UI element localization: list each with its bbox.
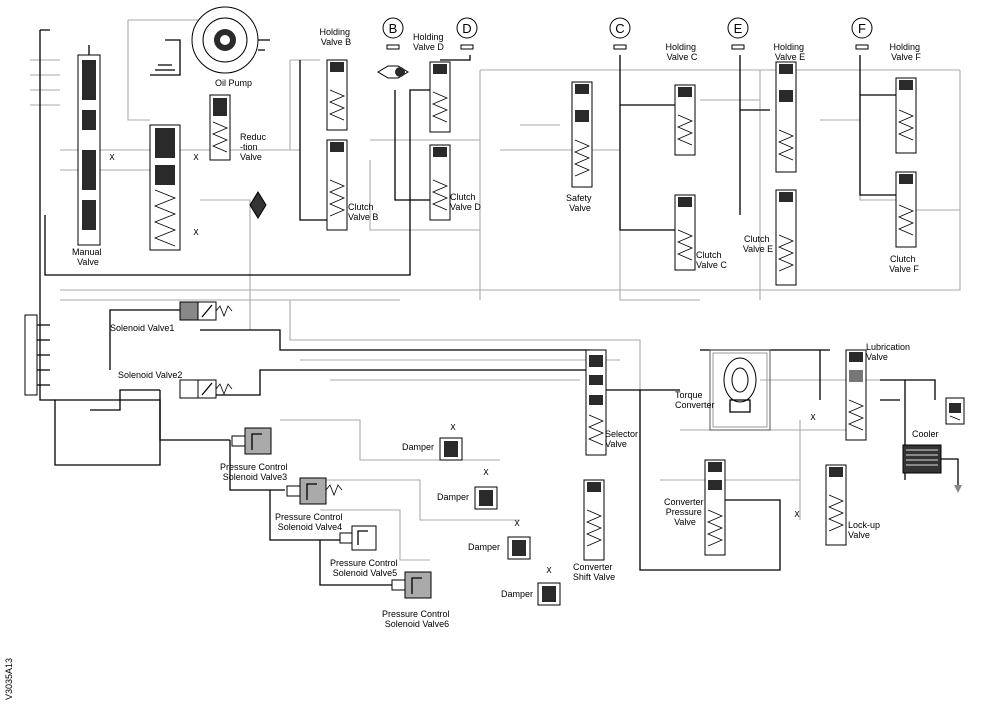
manual-valve-label: Manual Valve: [72, 247, 104, 267]
svg-text:X: X: [810, 413, 816, 422]
damper-2: [474, 486, 498, 510]
holding-valve-f-label: Holding Valve F: [889, 42, 922, 62]
check-valve-icon: [377, 65, 409, 79]
clutch-valve-b: [326, 139, 348, 231]
torque-converter: [709, 349, 771, 431]
damper-3-label: Damper: [468, 542, 500, 552]
selector-valve: [585, 349, 607, 456]
holding-valve-d-label: Holding Valve D: [413, 32, 446, 52]
cooler: [902, 444, 962, 493]
port-f-icon: [851, 17, 873, 50]
svg-text:X: X: [546, 566, 552, 575]
damper-4-label: Damper: [501, 589, 533, 599]
clutch-valve-b-label: Clutch Valve B: [348, 202, 378, 222]
damper-1-label: Damper: [402, 442, 434, 452]
oil-pump: [150, 6, 270, 76]
safety-valve: [571, 81, 593, 188]
holding-valve-f: [895, 77, 917, 154]
clutch-valve-e-label: Clutch Valve E: [743, 234, 773, 254]
holding-valve-d: [429, 61, 451, 133]
clutch-valve-c-label: Clutch Valve C: [696, 250, 727, 270]
svg-text:X: X: [794, 510, 800, 519]
solenoid-valve-2-label: Solenoid Valve2: [118, 370, 182, 380]
svg-text:X: X: [193, 228, 199, 237]
holding-valve-e: [775, 61, 797, 173]
main-regulator-valve: [149, 124, 181, 251]
solenoid-valve-1: [179, 301, 233, 321]
pcsv5-label: Pressure Control Solenoid Valve5: [330, 558, 400, 578]
converter-pressure-valve: [704, 459, 726, 556]
damper-1: [439, 437, 463, 461]
lockup-valve: [825, 464, 847, 546]
svg-text:X: X: [450, 423, 456, 432]
damper-3: [507, 536, 531, 560]
lubrication-valve: [845, 349, 867, 441]
pressure-control-solenoid-valve-5: [339, 525, 377, 551]
damper-4: [537, 582, 561, 606]
port-c-icon: [609, 17, 631, 50]
clutch-valve-d-label: Clutch Valve D: [450, 192, 481, 212]
svg-text:X: X: [109, 153, 115, 162]
grey-lines: [30, 19, 961, 561]
port-f-label: F: [858, 21, 866, 36]
clutch-valve-c: [674, 194, 696, 271]
figure-code: V3035A13: [4, 658, 14, 700]
port-e-icon: [727, 17, 749, 50]
orifice-markers: X X X X X X X X X: [109, 153, 816, 575]
oil-pump-label: Oil Pump: [215, 78, 252, 88]
pcsv3-label: Pressure Control Solenoid Valve3: [220, 462, 290, 482]
pcsv6-label: Pressure Control Solenoid Valve6: [382, 609, 452, 629]
holding-valve-c: [674, 84, 696, 156]
cooler-label: Cooler: [912, 429, 939, 439]
port-d-label: D: [462, 21, 471, 36]
converter-pressure-valve-label: Converter Pressure Valve: [664, 497, 706, 527]
solenoid-valve-1-label: Solenoid Valve1: [110, 323, 174, 333]
holding-valve-b: [326, 59, 348, 131]
pcsv4-label: Pressure Control Solenoid Valve4: [275, 512, 345, 532]
lubrication-valve-label: Lubrication Valve: [866, 342, 913, 362]
holding-valve-e-label: Holding Valve E: [773, 42, 806, 62]
pressure-control-solenoid-valve-3: [231, 427, 272, 455]
svg-text:X: X: [514, 519, 520, 528]
safety-valve-label: Safety Valve: [566, 193, 594, 213]
filter-icon: [249, 191, 267, 219]
holding-valve-b-label: Holding Valve B: [319, 27, 352, 47]
lockup-valve-label: Lock-up Valve: [848, 520, 883, 540]
clutch-valve-f: [895, 171, 917, 248]
pressure-control-solenoid-valve-6: [391, 571, 432, 599]
selector-valve-label: Selector Valve: [605, 429, 641, 449]
port-c-label: C: [615, 21, 624, 36]
torque-converter-label: Torque Converter: [675, 390, 715, 410]
clutch-valve-d: [429, 144, 451, 221]
relief-valve-icon: [945, 397, 965, 425]
port-b-icon: [382, 17, 404, 50]
reduction-valve: [209, 94, 231, 161]
black-lines: [39, 29, 936, 586]
converter-shift-valve: [583, 479, 605, 561]
port-b-label: B: [389, 21, 398, 36]
accumulator: [24, 314, 50, 396]
damper-2-label: Damper: [437, 492, 469, 502]
clutch-valve-f-label: Clutch Valve F: [889, 254, 919, 274]
port-d-icon: [456, 17, 478, 50]
port-e-label: E: [734, 21, 743, 36]
clutch-valve-e: [775, 189, 797, 286]
svg-text:X: X: [483, 468, 489, 477]
solenoid-valve-2: [179, 379, 233, 399]
pressure-control-solenoid-valve-4: [286, 477, 343, 505]
svg-text:X: X: [193, 153, 199, 162]
reduction-valve-label: Reduc -tion Valve: [240, 132, 269, 162]
holding-valve-c-label: Holding Valve C: [665, 42, 698, 62]
converter-shift-valve-label: Converter Shift Valve: [573, 562, 615, 582]
manual-valve: [77, 45, 101, 246]
